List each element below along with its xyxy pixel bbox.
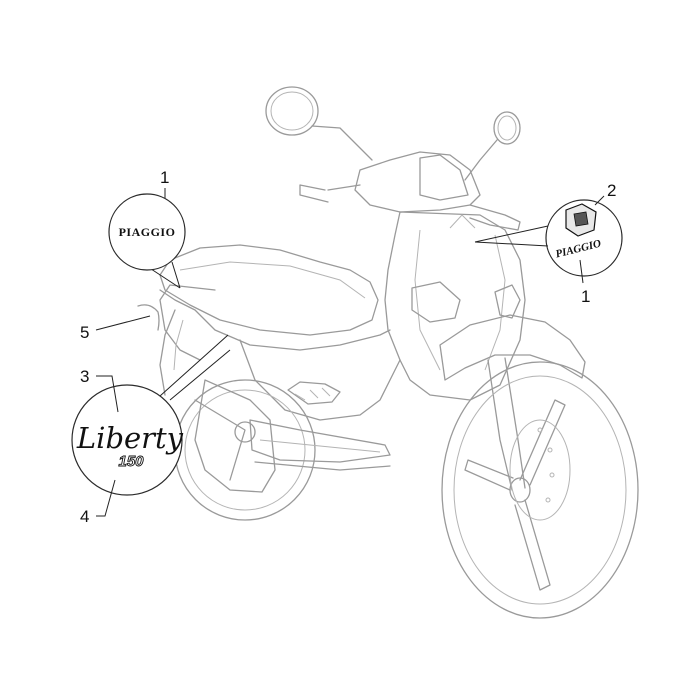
callout-piaggio-front: PIAGGIO 2 1 <box>474 181 623 306</box>
left-mirror <box>265 86 373 161</box>
callout-number-1-left: 1 <box>160 168 169 187</box>
seat-and-rear-body <box>159 244 401 421</box>
callout-stripe: 5 <box>80 304 160 342</box>
callout-number-1-right: 1 <box>581 287 590 306</box>
piaggio-emblem-icon <box>565 203 597 237</box>
callout-number-3: 3 <box>80 367 89 386</box>
callout-liberty: Liberty 150 3 4 <box>71 334 231 526</box>
piaggio-decal-bubble <box>108 193 186 271</box>
front-fender <box>439 314 586 491</box>
callout-piaggio-rear: 1 PIAGGIO <box>108 168 186 289</box>
stripe-decal-part <box>137 304 160 331</box>
callout-number-5: 5 <box>80 323 89 342</box>
rear-fender <box>159 309 184 396</box>
rear-wheel <box>174 379 316 521</box>
liberty-model-text: Liberty <box>76 421 184 455</box>
callout-number-4: 4 <box>80 507 89 526</box>
liberty-decal-bubble <box>71 384 183 496</box>
front-wheel <box>441 361 639 619</box>
right-mirror <box>464 111 521 181</box>
scooter-outline <box>159 86 639 619</box>
piaggio-decal-text: PIAGGIO <box>119 225 176 239</box>
floorboard <box>249 419 391 471</box>
piaggio-logo-bubble <box>545 199 623 277</box>
handlebar <box>299 151 521 231</box>
front-shield <box>384 211 526 401</box>
model-number-text: 150 <box>118 453 144 470</box>
callout-number-2: 2 <box>607 181 616 200</box>
